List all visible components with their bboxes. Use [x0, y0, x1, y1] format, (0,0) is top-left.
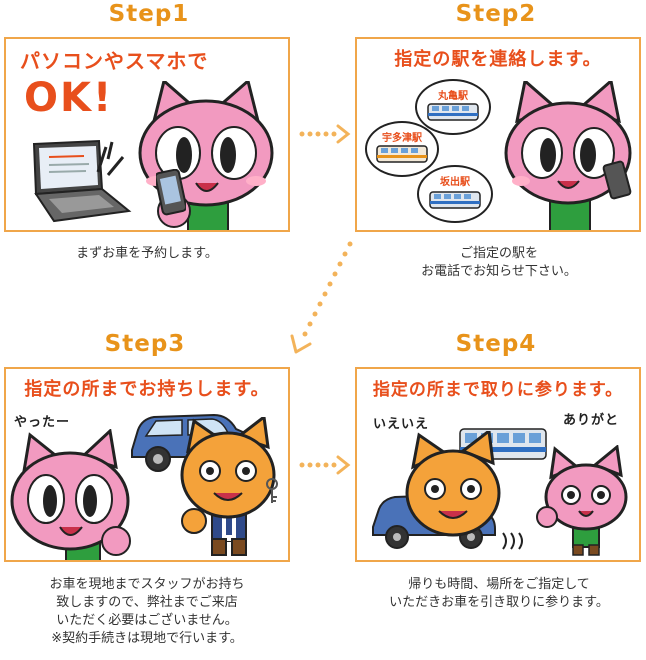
- speech-yattaa: やったー: [14, 411, 70, 430]
- step1-panel: パソコンやスマホで OK!: [4, 37, 290, 232]
- motion-lines: [502, 532, 523, 550]
- speech-arigato: ありがと: [563, 409, 619, 428]
- step2-panel: 指定の駅を連絡します。 丸亀駅 宇多津駅 坂出駅: [355, 37, 641, 232]
- step1-caption: まずお車を予約します。: [76, 246, 218, 261]
- pink-cat-mascot: [138, 81, 274, 230]
- pink-cat-mascot: [536, 445, 628, 556]
- emphasis-lines: [96, 141, 125, 176]
- train-icon: [429, 191, 481, 209]
- orange-dog-staff: [180, 417, 276, 556]
- train-icon: [427, 103, 479, 121]
- orange-dog-staff: [405, 431, 501, 537]
- smartphone-icon: [156, 169, 186, 216]
- step3-caption: お車を現地までスタッフがお持ち 致しますので、弊社までご来店 いただく必要はござ…: [49, 577, 245, 646]
- station-label: 坂出駅: [440, 177, 470, 188]
- step1-ok-text: OK!: [24, 75, 114, 121]
- step2-title: Step2: [455, 1, 537, 27]
- step4-heading: 指定の所まで取りに参ります。: [372, 380, 624, 400]
- station-bubble-1: 丸亀駅: [415, 79, 491, 135]
- laptop-icon: [32, 139, 132, 223]
- speech-text: いえいえ: [373, 417, 430, 432]
- station-bubble-3: 坂出駅: [417, 165, 493, 223]
- step3-panel: 指定の所までお持ちします。 やったー: [4, 367, 290, 562]
- step4-panel: 指定の所まで取りに参ります。 いえいえ ありがと: [355, 367, 641, 562]
- pink-cat-mascot: [10, 429, 131, 560]
- station-label: 宇多津駅: [382, 133, 422, 144]
- arrow-right-1: [299, 124, 351, 144]
- step4-title: Step4: [455, 331, 537, 357]
- pink-cat-mascot: [504, 81, 632, 230]
- arrow-diagonal: [290, 241, 353, 354]
- step1-title: Step1: [108, 1, 190, 27]
- step2-heading: 指定の駅を連絡します。: [394, 49, 602, 70]
- step3-heading: 指定の所までお持ちします。: [24, 379, 270, 400]
- speech-ieie: いえいえ: [373, 413, 429, 432]
- speech-text: やったー: [14, 415, 71, 430]
- train-icon: [376, 145, 428, 163]
- speech-text: ありがと: [563, 413, 620, 428]
- station-bubble-2: 宇多津駅: [365, 121, 439, 177]
- step4-caption: 帰りも時間、場所をご指定して いただきお車を引き取りに参ります。: [389, 577, 609, 610]
- step2-caption: ご指定の駅を お電話でお知らせ下さい。: [421, 246, 577, 279]
- key-icon: [266, 478, 278, 503]
- station-label: 丸亀駅: [438, 91, 468, 102]
- step1-heading: パソコンやスマホで: [20, 49, 209, 73]
- step3-title: Step3: [104, 331, 186, 357]
- arrow-right-2: [299, 455, 351, 475]
